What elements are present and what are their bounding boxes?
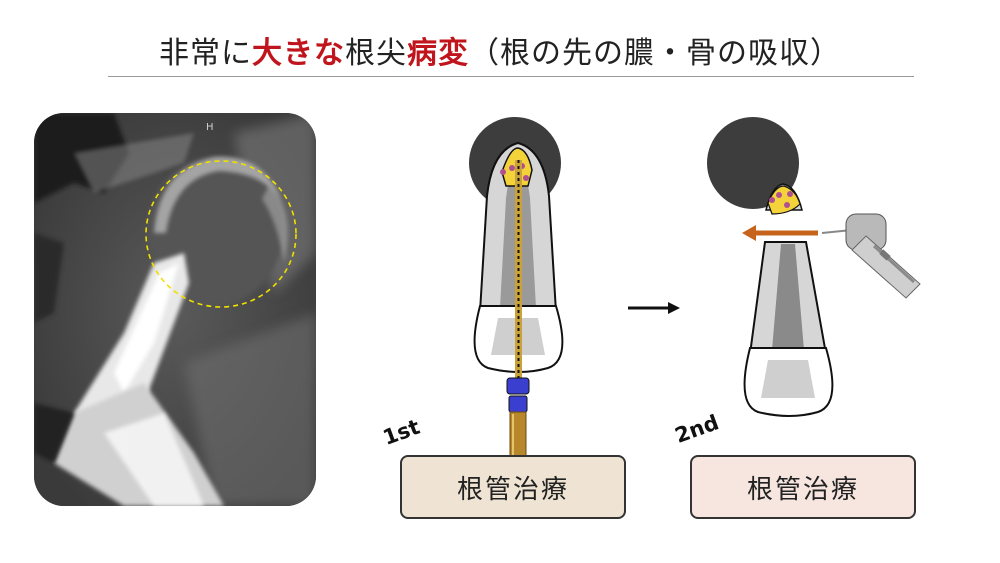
title-highlight-1: 大きな <box>252 36 345 71</box>
lesion-circle-2nd <box>707 117 799 209</box>
dental-file-icon <box>506 160 530 461</box>
right-arrow-icon <box>628 302 680 314</box>
ct-scan-image: H <box>34 113 316 506</box>
step-label-1st: 根管治療 <box>456 474 569 505</box>
ct-marker-text: H <box>206 122 214 133</box>
title-part-3: （根の先の膿・骨の吸収） <box>469 36 841 71</box>
slide-title: 非常に大きな根尖病変（根の先の膿・骨の吸収） <box>0 28 1000 72</box>
title-highlight-2: 病変 <box>407 36 469 71</box>
step-label-box-2nd: 根管治療 <box>690 455 916 519</box>
tooth-diagram-2nd <box>707 117 921 417</box>
handpiece-icon <box>821 213 921 299</box>
step-label-box-1st: 根管治療 <box>400 455 626 519</box>
lesion-outline <box>145 160 297 308</box>
step-label-2nd: 根管治療 <box>746 474 859 505</box>
title-divider <box>108 76 914 77</box>
title-part-2: 根尖 <box>345 36 407 71</box>
title-part-1: 非常に <box>159 36 252 71</box>
tooth-diagram-1st <box>469 117 564 461</box>
left-arrow-icon <box>742 225 818 241</box>
